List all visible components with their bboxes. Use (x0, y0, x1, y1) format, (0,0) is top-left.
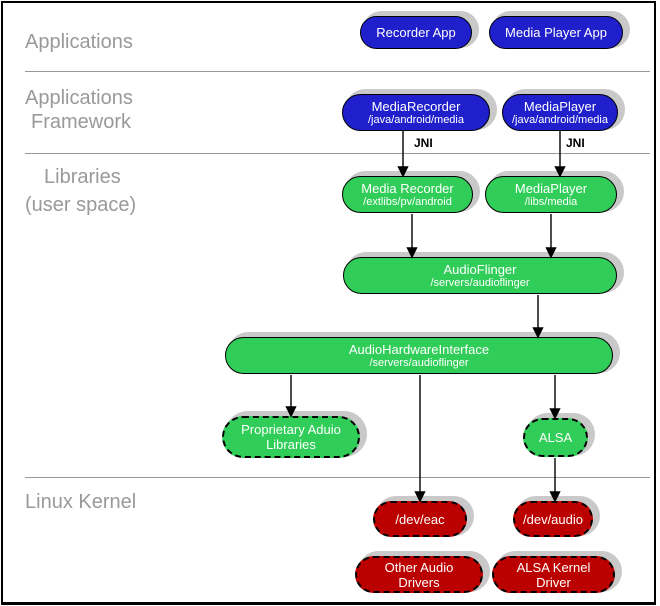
node-title: MediaRecorder (371, 99, 461, 114)
node-title: AudioFlinger (443, 262, 517, 277)
node-mediaplayer-framework: MediaPlayer /java/android/media (502, 94, 618, 131)
node-proprietary-audio-libraries: Proprietary Aduio Libraries (222, 416, 360, 458)
node-audio-hardware-interface: AudioHardwareInterface /servers/audiofli… (225, 337, 613, 374)
layer-label-applications: Applications (25, 31, 133, 53)
node-title: Other Audio Drivers (384, 559, 454, 590)
layer-label-linux-kernel: Linux Kernel (25, 491, 137, 513)
arrowhead (554, 166, 566, 178)
node-title: Recorder App (376, 25, 456, 40)
node-recorder-app: Recorder App (360, 16, 472, 49)
node-subtitle: /java/android/media (511, 114, 608, 126)
node-alsa-kernel-driver: ALSA Kernel Driver (492, 556, 615, 593)
arrowhead (549, 491, 561, 503)
node-mediaplayer-library: MediaPlayer /libs/media (485, 176, 617, 213)
jni-annotation-right: JNI (566, 136, 585, 150)
node-subtitle: /extlibs/pv/android (363, 196, 452, 208)
node-title: AudioHardwareInterface (348, 342, 490, 357)
node-media-player-app: Media Player App (489, 16, 623, 49)
node-alsa: ALSA (523, 418, 588, 457)
arrowhead (414, 491, 426, 503)
layer-label-libraries-line1: Libraries (44, 166, 121, 188)
node-media-recorder-library: Media Recorder /extlibs/pv/android (342, 176, 473, 213)
node-title: /dev/audio (523, 511, 583, 527)
node-title: Proprietary Aduio Libraries (241, 422, 341, 452)
arrowhead (285, 406, 297, 418)
node-title: MediaPlayer (514, 181, 588, 196)
arrowhead (532, 327, 544, 339)
layer-divider-applications (25, 71, 650, 72)
node-subtitle: /java/android/media (367, 114, 464, 126)
node-subtitle: /libs/media (524, 196, 578, 208)
layer-label-libraries-line2: (user space) (25, 194, 137, 216)
node-subtitle: /servers/audioflinger (430, 277, 530, 289)
layer-label-framework-line1: Applications (25, 87, 133, 109)
layer-label-framework-line2: Framework (31, 111, 132, 133)
arrowhead (545, 247, 557, 259)
node-audioflinger: AudioFlinger /servers/audioflinger (343, 257, 617, 294)
layer-divider-framework (25, 153, 650, 154)
layer-divider-kernel (25, 477, 650, 478)
arrowhead (549, 408, 561, 420)
node-title: ALSA Kernel Driver (516, 559, 591, 590)
node-title: MediaPlayer (523, 99, 597, 114)
node-subtitle: /servers/audioflinger (369, 357, 469, 369)
node-title: /dev/eac (395, 511, 445, 527)
node-dev-audio: /dev/audio (513, 501, 593, 537)
node-other-audio-drivers: Other Audio Drivers (355, 556, 483, 593)
node-dev-eac: /dev/eac (373, 501, 467, 537)
arrowhead (397, 166, 409, 178)
node-title: Media Player App (505, 25, 607, 40)
node-title: Media Recorder (361, 181, 454, 196)
node-title: ALSA (538, 430, 573, 445)
arrowhead (406, 247, 418, 259)
jni-annotation-left: JNI (414, 136, 433, 150)
node-mediarecorder-framework: MediaRecorder /java/android/media (342, 94, 490, 131)
